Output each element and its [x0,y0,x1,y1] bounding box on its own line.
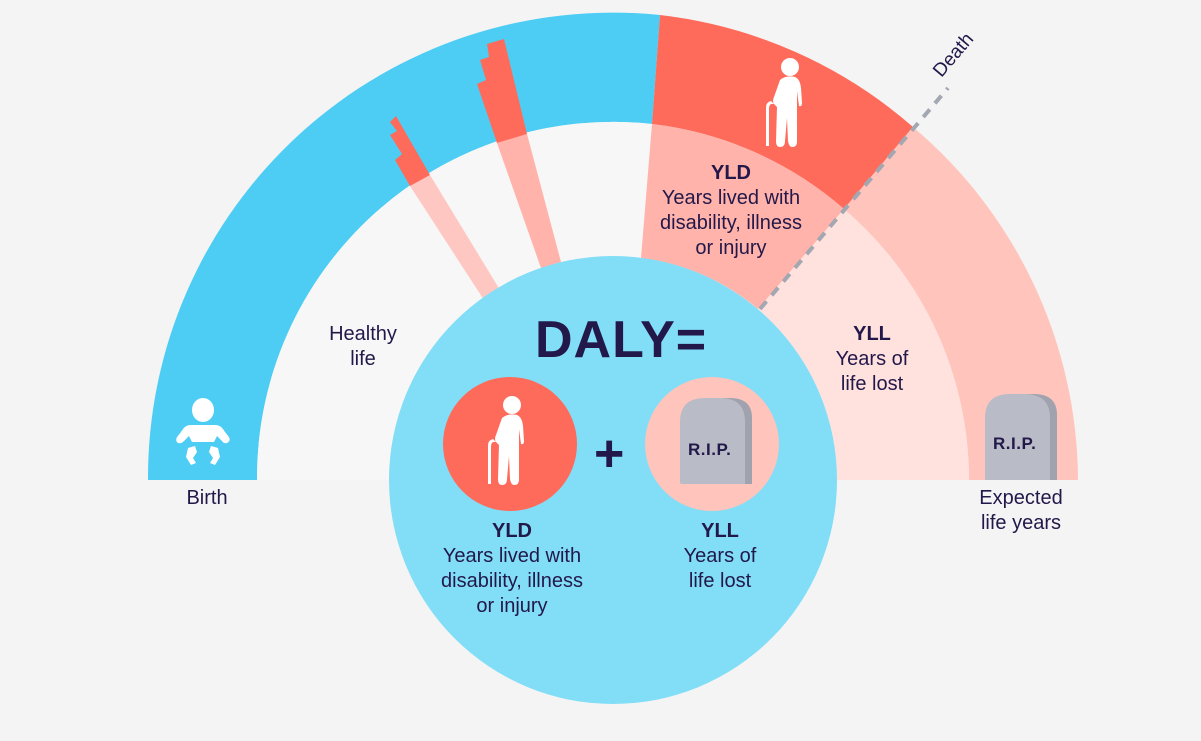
formula-yll-title: YLL [701,520,739,542]
formula-yld-line-2: disability, illness [441,570,583,592]
arc-yld-line-3: or injury [695,237,767,259]
expected-life-years-label: Expected life years [966,486,1076,536]
birth-label: Birth [172,486,242,511]
illness-spike-1 [390,116,430,186]
arc-yld-title: YLD [711,162,751,184]
arc-yll-title: YLL [853,323,891,345]
arc-yll-line-1: Years of [835,348,909,370]
yll-inner [758,209,969,480]
healthy-line-1: Healthy [329,323,397,345]
yld-inner [641,124,844,309]
elderly-person-with-cane-icon [766,58,802,147]
arc-yll-line-2: life lost [840,373,904,395]
expected-line-2: life years [980,512,1062,534]
healthy-life-label: Healthy life [318,322,408,372]
expected-line-1: Expected [979,487,1063,509]
birth-text: Birth [186,487,228,509]
arc-yll-label: YLL Years of life lost [822,322,922,397]
arc-yld-label: YLD Years lived with disability, illness… [641,161,821,261]
arc-yld-line-1: Years lived with [661,187,801,209]
healthy-life-inner [256,121,652,480]
healthy-line-2: life [350,348,376,370]
elderly-person-with-cane-icon [488,396,524,485]
formula-yll-label: YLL Years of life lost [670,519,770,594]
formula-tombstone-text: R.I.P. [688,440,732,459]
death-line [758,86,950,311]
arc-yld-line-2: disability, illness [660,212,802,234]
daly-heading: DALY= [535,311,708,369]
formula-yll-line-1: Years of [683,545,757,567]
formula-yld-label: YLD Years lived with disability, illness… [420,519,604,619]
formula-yll-line-2: life lost [688,570,752,592]
illness-spike-1-inner [410,175,500,300]
daly-circle [389,256,837,704]
formula-yld-title: YLD [492,520,532,542]
formula-yld-line-1: Years lived with [442,545,582,567]
illness-spike-2 [477,39,527,143]
baby-icon [176,398,230,465]
illness-spike-2-inner [497,134,561,268]
healthy-life-band [147,12,661,481]
formula-yld-line-3: or injury [476,595,548,617]
arc-tombstone-text: R.I.P. [993,434,1037,453]
tombstone-icon [985,394,1057,480]
tombstone-icon [680,398,752,484]
plus-sign: + [594,425,625,483]
yll-band [844,127,1078,480]
